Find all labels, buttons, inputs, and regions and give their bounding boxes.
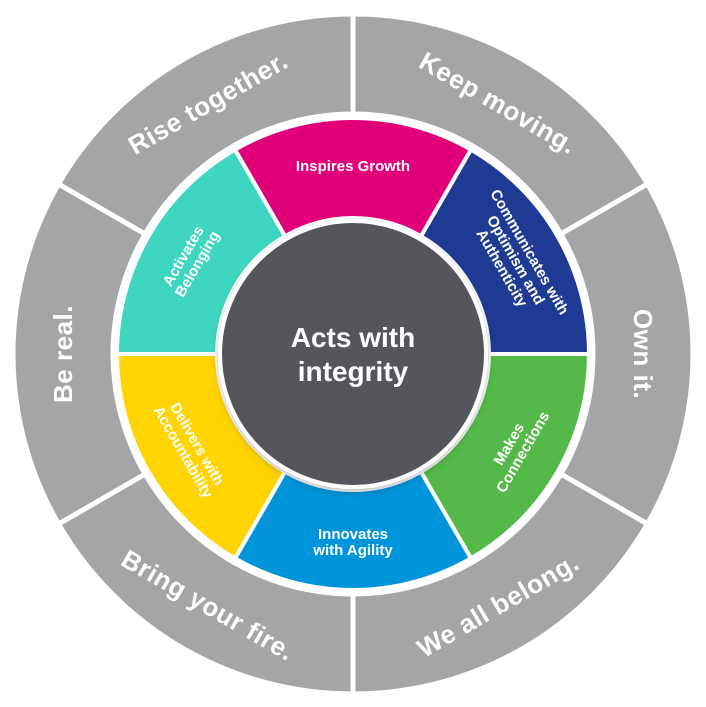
inner-segment-activates-belonging	[114, 146, 288, 356]
inner-segment-innovates-with-agility	[232, 469, 474, 592]
inner-label-inspires-growth: Inspires Growth	[296, 158, 410, 175]
inner-segment-delivers-with-accountability	[114, 352, 288, 562]
outer-ring: Keep moving.Own it.We all belong.Bring y…	[10, 11, 696, 697]
center-circle	[218, 219, 488, 489]
inner-segment-inspires-growth	[232, 116, 474, 239]
outer-label-be-real: Be real.	[48, 305, 78, 403]
inner-segment-makes-connections	[418, 352, 592, 562]
outer-label-own-it: Own it.	[628, 309, 658, 399]
outer-segment-rise-together	[55, 11, 356, 238]
inner-segment-communicates-with-optimism-and-authenticity	[418, 146, 592, 356]
